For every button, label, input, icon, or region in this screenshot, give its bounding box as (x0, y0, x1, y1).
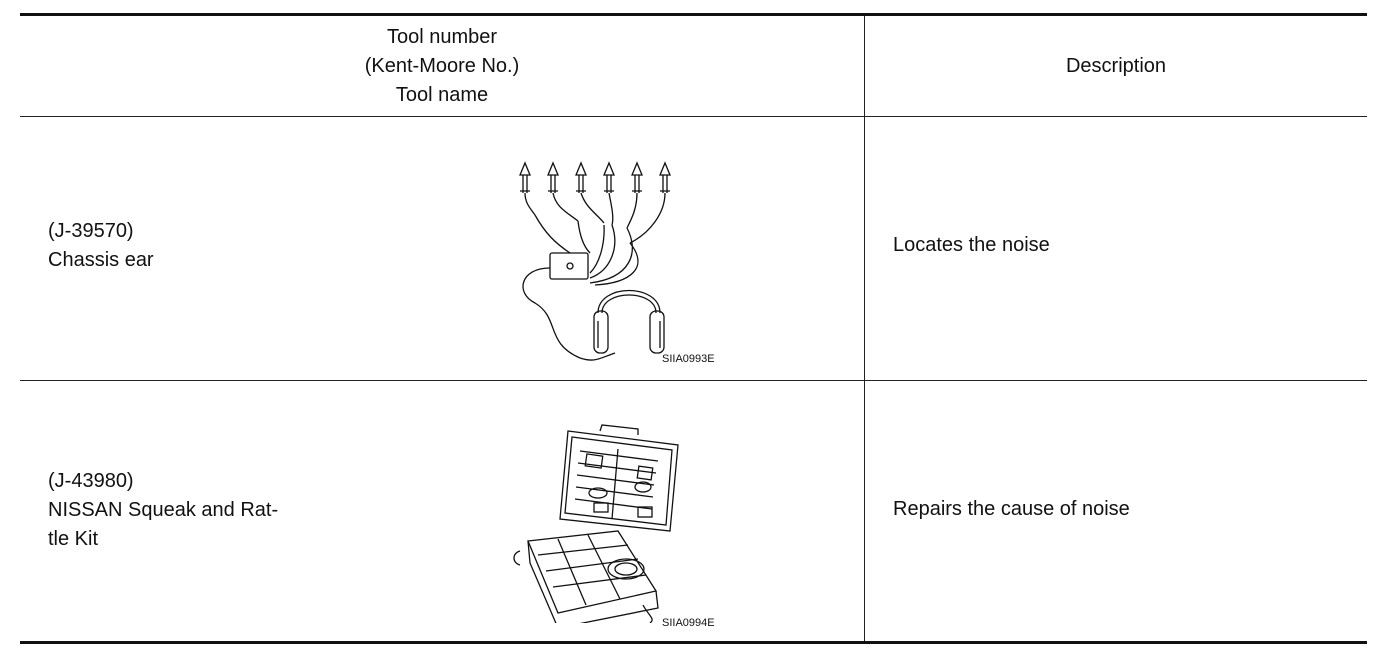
table-row-1-description: Locates the noise (893, 234, 1050, 256)
header-kent-moore: (Kent-Moore No.) (364, 55, 520, 77)
figure-code: SIIA0993E (662, 353, 715, 365)
figure-code: SIIA0994E (662, 617, 715, 629)
chassis-ear-illustration-icon (519, 161, 671, 361)
header-tool-number: Tool number (386, 26, 498, 48)
tool-number: (J-43980) (48, 470, 134, 492)
header-divider (20, 116, 1367, 117)
header-tool-name: Tool name (395, 84, 489, 106)
squeak-rattle-kit-illustration-icon (513, 424, 679, 623)
tool-name-continued: tle Kit (48, 528, 99, 550)
table-row-2-tool: (J-43980) NISSAN Squeak and Rat- tle Kit (48, 467, 348, 554)
table-row-2-description: Repairs the cause of noise (893, 498, 1130, 520)
tool-name: Chassis ear (48, 249, 154, 271)
column-divider (864, 16, 865, 641)
tool-name: NISSAN Squeak and Rat- (48, 499, 279, 521)
tool-number: (J-39570) (48, 220, 134, 242)
row-divider (20, 380, 1367, 381)
table-row-1-tool: (J-39570) Chassis ear (48, 217, 348, 275)
table-top-rule (20, 13, 1367, 16)
special-service-tools-table: Tool number (Kent-Moore No.) Tool name D… (20, 13, 1367, 644)
header-description: Description (1065, 55, 1167, 77)
header-tool-column: Tool number (Kent-Moore No.) Tool name (20, 16, 864, 117)
header-description-column: Description (865, 16, 1367, 117)
table-bottom-rule (20, 641, 1367, 644)
